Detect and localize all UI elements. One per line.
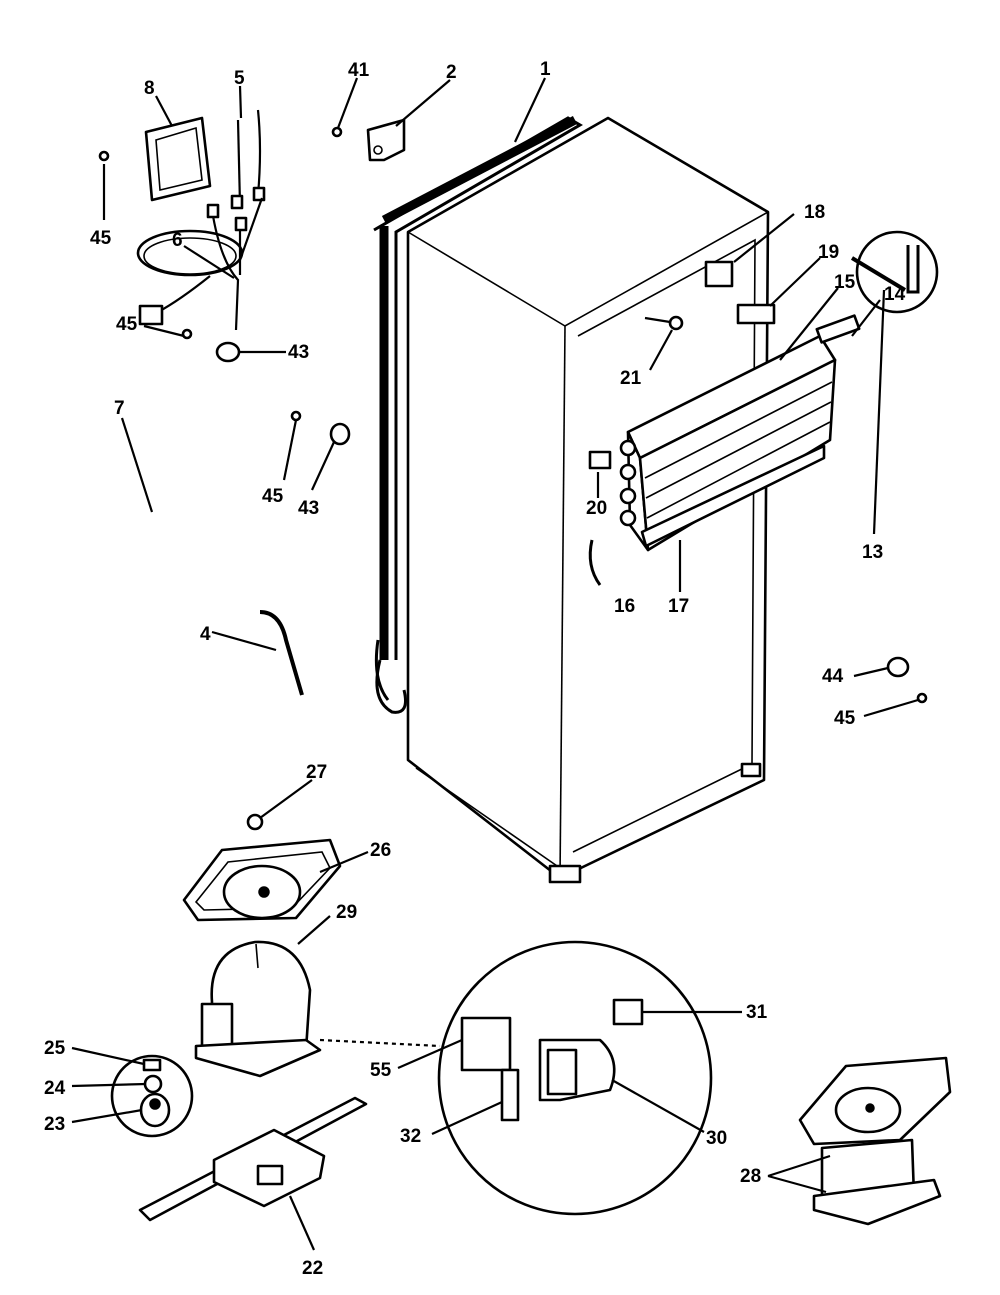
electrical-detail-circle (437, 940, 713, 1216)
callout-13: 13 (862, 542, 883, 563)
leader-compressor-to-relay (319, 1038, 441, 1048)
callout-55: 55 (370, 1060, 392, 1081)
callout-2: 2 (446, 62, 457, 83)
callout-5: 5 (234, 68, 245, 89)
compressor-part-29 (194, 940, 322, 1078)
grommet-part-27 (246, 813, 264, 831)
callout-15: 15 (834, 272, 856, 293)
power-cord-part-7 (136, 197, 264, 326)
screw-part-45b (181, 328, 193, 340)
callout-24: 24 (44, 1078, 66, 1099)
clamp-part-43a (215, 341, 241, 363)
callout-43-a: 43 (288, 342, 309, 363)
plate-part-8 (144, 116, 212, 202)
callout-41: 41 (348, 60, 370, 81)
tube-part-4 (259, 610, 304, 696)
callout-27: 27 (306, 762, 327, 783)
callout-22: 22 (302, 1258, 323, 1279)
callout-43-b: 43 (298, 498, 319, 519)
bracket-part-19 (736, 303, 776, 325)
callout-45-c: 45 (262, 486, 284, 507)
callout-labels: 1 2 41 8 5 45 6 45 43 7 45 43 4 27 26 29… (44, 59, 906, 1279)
screw-part-45a (98, 150, 110, 162)
evaporator-coil (619, 334, 837, 552)
base-rail-part-22 (138, 1096, 368, 1222)
leader-lines (71, 77, 919, 1251)
callout-14: 14 (884, 284, 906, 305)
callout-19: 19 (818, 242, 839, 263)
bracket-part-2 (366, 118, 406, 162)
callout-6: 6 (172, 230, 183, 251)
callout-45-a: 45 (90, 228, 112, 249)
callout-23: 23 (44, 1114, 65, 1135)
callout-20: 20 (586, 498, 607, 519)
defrost-timer-part-18 (704, 260, 734, 288)
drain-tube-part-16 (588, 539, 602, 586)
drier-part-14 (815, 314, 861, 344)
callout-45-b: 45 (116, 314, 138, 335)
callout-30: 30 (706, 1128, 727, 1149)
screw-part-21 (644, 315, 684, 331)
relay-part-55 (460, 1016, 512, 1072)
callout-16: 16 (614, 596, 635, 617)
callout-44: 44 (822, 666, 844, 687)
screw-part-41 (331, 126, 343, 138)
compressor-assembly-part-28 (798, 1056, 952, 1226)
wire-harness-parts-5-6 (206, 109, 266, 331)
refrigerator-cabinet (406, 116, 770, 884)
condenser-coil (373, 116, 583, 714)
callout-31: 31 (746, 1002, 768, 1023)
clamp-part-44 (886, 656, 910, 678)
callout-17: 17 (668, 596, 689, 617)
clip-part-32 (500, 1068, 520, 1122)
clamp-part-43b (329, 422, 351, 446)
callout-45-d: 45 (834, 708, 856, 729)
callout-25: 25 (44, 1038, 66, 1059)
callout-32: 32 (400, 1126, 421, 1147)
callout-4: 4 (200, 624, 211, 645)
heater-detail-part-13 (850, 230, 939, 314)
callout-29: 29 (336, 902, 357, 923)
callout-21: 21 (620, 368, 642, 389)
screw-part-45d (916, 692, 928, 704)
screw-part-45c (290, 410, 302, 422)
callout-7: 7 (114, 398, 125, 419)
drain-pan-part-26 (182, 838, 342, 922)
cover-part-31 (612, 998, 644, 1026)
callout-26: 26 (370, 840, 391, 861)
callout-28: 28 (740, 1166, 761, 1187)
callout-8: 8 (144, 78, 155, 99)
grommet-detail-parts-23-25 (110, 1054, 194, 1138)
cold-control-part-20 (588, 450, 612, 470)
callout-1: 1 (540, 59, 551, 80)
callout-18: 18 (804, 202, 825, 223)
